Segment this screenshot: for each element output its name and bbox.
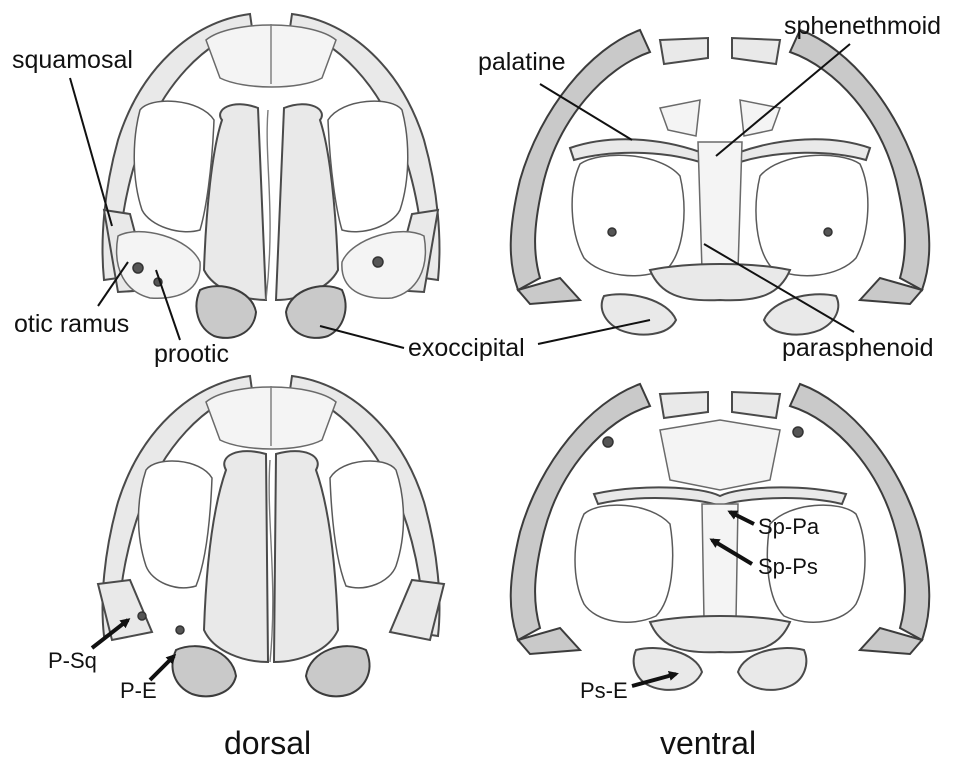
caption-ventral: ventral (660, 725, 756, 761)
label-sphenethmoid: sphenethmoid (784, 12, 941, 40)
label-p-e: P-E (120, 678, 157, 703)
label-squamosal: squamosal (12, 46, 133, 74)
skull-ventral-bottom (511, 384, 930, 690)
label-sp-pa: Sp-Pa (758, 514, 820, 539)
caption-dorsal: dorsal (224, 725, 311, 761)
label-otic-ramus: otic ramus (14, 310, 129, 338)
label-palatine: palatine (478, 48, 566, 76)
skull-dorsal-top (103, 14, 440, 338)
label-parasphenoid: parasphenoid (782, 334, 934, 362)
skull-ventral-top (511, 30, 930, 335)
label-prootic: prootic (154, 340, 229, 368)
skull-dorsal-bottom (98, 376, 444, 696)
label-p-sq: P-Sq (48, 648, 97, 673)
label-exoccipital: exoccipital (408, 334, 525, 362)
label-ps-e: Ps-E (580, 678, 628, 703)
label-sp-ps: Sp-Ps (758, 554, 818, 579)
